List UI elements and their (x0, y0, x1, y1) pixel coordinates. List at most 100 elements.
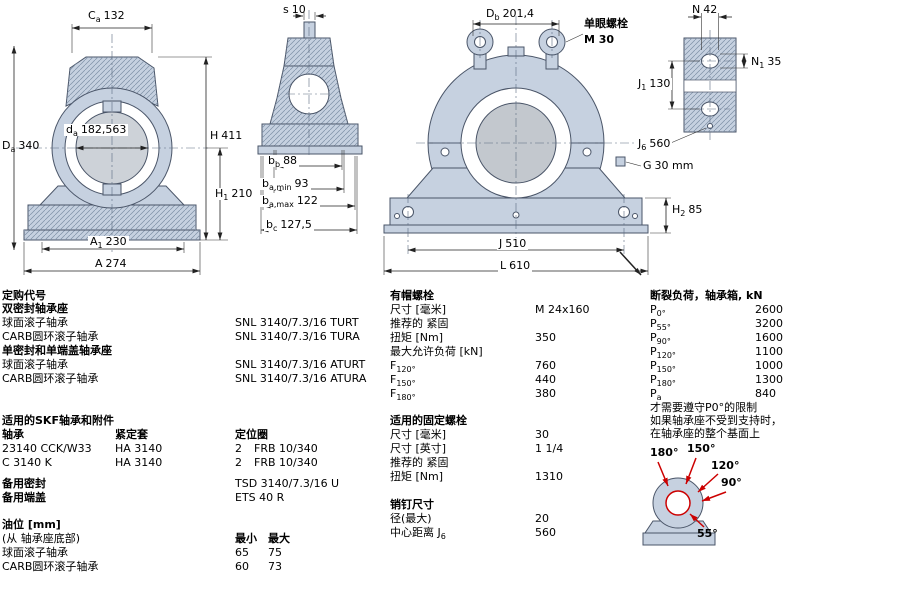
load-arrow-90 (701, 491, 727, 502)
oil-row-label: CARB圆环滚子轴承 (2, 560, 99, 573)
ordering-row-value: SNL 3140/7.3/16 ATURA (235, 372, 367, 385)
p55-label: P55° (650, 317, 671, 333)
ordering-group1-heading: 双密封轴承座 (2, 302, 68, 315)
ordering-row-value: SNL 3140/7.3/16 ATURT (235, 358, 366, 371)
cap-joint-bolt-left (440, 147, 450, 157)
fixing-bolts-title: 适用的固定螺栓 (390, 414, 467, 427)
p120-label: P120° (650, 345, 676, 361)
ordering-row-value: SNL 3140/7.3/16 TURT (235, 316, 359, 329)
ring-qty-cell: 2 (235, 442, 242, 455)
breaking-loads-title: 断裂负荷，轴承箱, kN (650, 289, 763, 302)
fixing-torque-label-2: 扭矩 [Nm] (390, 470, 444, 483)
ordering-row-label: CARB圆环滚子轴承 (2, 372, 99, 385)
bearings-title: 适用的SKF轴承和附件 (2, 414, 114, 427)
ordering-row-value: SNL 3140/7.3/16 TURA (235, 330, 360, 343)
p150-label: P150° (650, 359, 676, 375)
breaking-note-1: 才需要遵守P0°的限制 (650, 401, 758, 414)
pin-hole-right (632, 213, 638, 219)
breaking-note-2: 如果轴承座不受到支持时， (650, 414, 782, 427)
eyebolt-title: 单眼螺栓 (584, 17, 628, 30)
fixing-size-in-value: 1 1/4 (535, 442, 564, 455)
ordering-group2-heading: 单密封和单端盖轴承座 (2, 344, 112, 357)
front-view-drawing (11, 24, 228, 275)
spare-cover-label: 备用端盖 (2, 491, 46, 504)
base-top-view-drawing (665, 13, 748, 146)
pin-dia-label: 径(最大) (390, 512, 432, 525)
fixing-size-mm-label: 尺寸 [毫米] (390, 428, 447, 441)
oil-min: 60 (235, 560, 249, 573)
eyebolt-size: M 30 (584, 33, 615, 46)
angle-label-90: 90° (721, 476, 742, 489)
fixing-torque-label-1: 推荐的 紧固 (390, 456, 449, 469)
pin-dist-label: 中心距离 J6 (390, 526, 446, 542)
col-sleeve: 紧定套 (115, 428, 148, 441)
ring-cell: FRB 10/340 (254, 456, 318, 469)
torque-label-1: 推荐的 紧固 (390, 317, 449, 330)
load-f120-label: F120° (390, 359, 416, 375)
main-front-drawing (383, 16, 671, 276)
oil-title: 油位 [mm] (2, 518, 61, 531)
cap-bolt (303, 21, 316, 39)
load-angle-diagram (642, 457, 727, 546)
oil-note: (从 轴承座底部) (2, 532, 81, 545)
p55-value: 3200 (755, 317, 783, 330)
load-f150-label: F150° (390, 373, 416, 389)
load-f180-label: F180° (390, 387, 416, 403)
oil-col-max: 最大 (268, 532, 290, 545)
col-ring: 定位圈 (235, 428, 268, 441)
ring-qty-cell: 2 (235, 456, 242, 469)
fixing-torque-value: 1310 (535, 470, 563, 483)
bolt-size-value: M 24x160 (535, 303, 590, 316)
sleeve-cell: HA 3140 (115, 442, 163, 455)
cap-joint-bolt-right (582, 147, 592, 157)
load-arrow-55 (689, 513, 705, 528)
pins-title: 销钉尺寸 (390, 498, 434, 511)
p180-value: 1300 (755, 373, 783, 386)
bolt-size-label: 尺寸 [毫米] (390, 303, 447, 316)
side-base-lip (257, 145, 363, 155)
max-load-label: 最大允许负荷 [kN] (390, 345, 483, 358)
pin-dist-value: 560 (535, 526, 556, 539)
oil-max: 75 (268, 546, 282, 559)
oil-col-min: 最小 (235, 532, 257, 545)
p0-value: 2600 (755, 303, 783, 316)
load-arrow-120 (697, 473, 719, 493)
oil-row-label: 球面滚子轴承 (2, 546, 68, 559)
load-arrow-180 (657, 461, 669, 487)
spare-cover-value: ETS 40 R (235, 491, 285, 504)
torque-value: 350 (535, 331, 556, 344)
oil-max: 73 (268, 560, 282, 573)
angle-label-150: 150° (687, 442, 716, 455)
p120-value: 1100 (755, 345, 783, 358)
ordering-row-label: 球面滚子轴承 (2, 358, 68, 371)
bearing-cell: C 3140 K (2, 456, 52, 469)
p150-value: 1000 (755, 359, 783, 372)
col-bearing: 轴承 (2, 428, 24, 441)
load-f120-value: 760 (535, 359, 556, 372)
pa-label: Pa (650, 387, 662, 403)
view-direction-arrow (619, 251, 642, 276)
side-section-drawing (257, 10, 363, 234)
p180-label: P180° (650, 373, 676, 389)
pin-dia-value: 20 (535, 512, 549, 525)
